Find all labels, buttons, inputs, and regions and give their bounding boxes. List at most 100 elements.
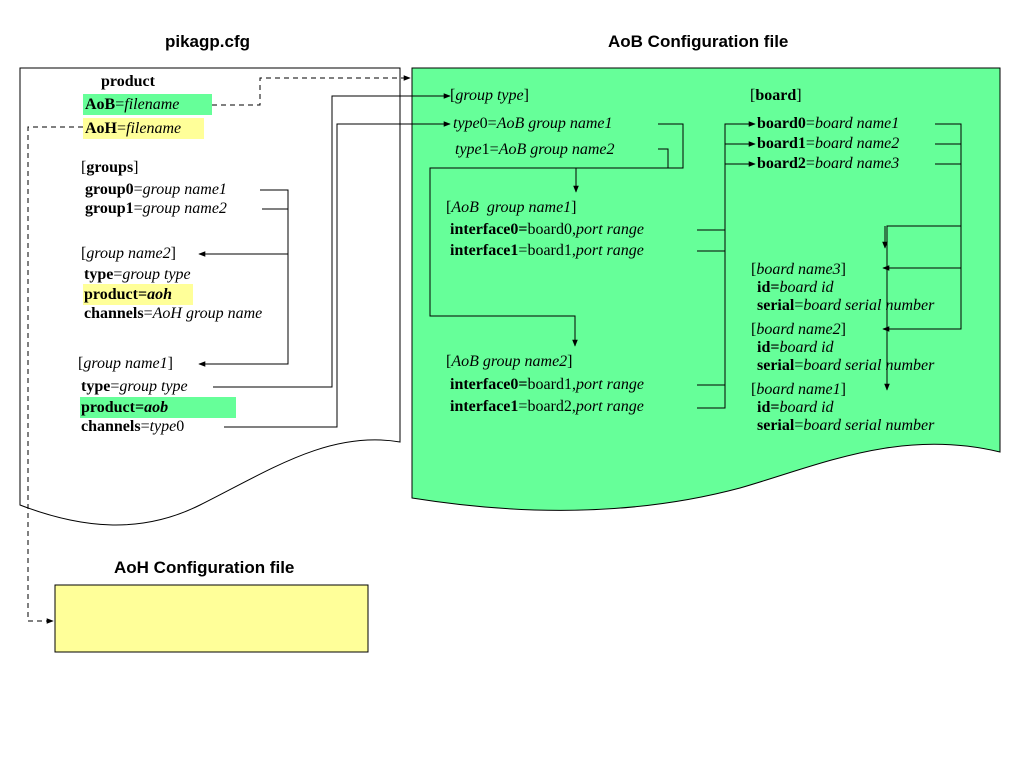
group-type-header-text: group type bbox=[455, 87, 524, 104]
highlight-product-aob bbox=[80, 397, 236, 418]
bn3-id-value: board id bbox=[779, 279, 834, 296]
bn2-serial-key: serial bbox=[757, 357, 795, 374]
ag1-interface0-key: interface0 bbox=[450, 221, 519, 238]
aob-key: AoB bbox=[85, 96, 116, 113]
board1-value: board name2 bbox=[814, 135, 900, 152]
type1-number: 1 bbox=[481, 141, 490, 158]
ag1-interface1-entry: interface1=board1,port range bbox=[450, 242, 644, 259]
gn1-channels-key: channels bbox=[81, 418, 141, 435]
gn1-type-entry: type=group type bbox=[81, 378, 188, 395]
ag2-interface1-entry: interface1=board2,port range bbox=[450, 398, 644, 415]
bn1-serial-value: board serial number bbox=[803, 417, 935, 434]
groups-connectors bbox=[198, 189, 289, 367]
bn1-id-entry: id=board id bbox=[757, 399, 834, 416]
bn3-serial-entry: serial=board serial number bbox=[757, 297, 935, 314]
gn2-channels-value: AoH group name bbox=[152, 305, 263, 322]
groups-header-text: groups bbox=[86, 159, 134, 176]
aob-group-name1-header: [AoB group name1] bbox=[446, 199, 577, 216]
board0-entry: board0=board name1 bbox=[757, 115, 900, 132]
highlight-aoh bbox=[83, 118, 204, 139]
group-name2-header: [group name2] bbox=[81, 245, 176, 262]
ag1-interface1-range: port range bbox=[575, 242, 644, 259]
group0-key: group0 bbox=[85, 181, 134, 198]
board1-key: board1 bbox=[757, 135, 806, 152]
gn1-product-key: product bbox=[81, 399, 135, 416]
bn2-id-entry: id=board id bbox=[757, 339, 834, 356]
interface-connectors bbox=[697, 121, 756, 409]
gn1-type-key: type bbox=[81, 378, 111, 395]
board0-value: board name1 bbox=[814, 115, 900, 132]
board-header-text: board bbox=[755, 87, 797, 104]
aob-group-name2-header: [AoB group name2] bbox=[446, 353, 573, 370]
bn2-serial-value: board serial number bbox=[803, 357, 935, 374]
bn2-serial-entry: serial=board serial number bbox=[757, 357, 935, 374]
bn3-serial-key: serial bbox=[757, 297, 795, 314]
gn2-channels-key: channels bbox=[84, 305, 144, 322]
aoh-document-shape bbox=[54, 584, 369, 653]
group-name1-header-text: group name1 bbox=[83, 355, 168, 372]
board-name2-header: [board name2] bbox=[751, 321, 846, 338]
aob-entry: AoB=filename bbox=[85, 96, 180, 113]
ag1-interface0-entry: interface0=board0,port range bbox=[450, 221, 644, 238]
type1-key: type bbox=[455, 141, 482, 158]
gn1-type-value: group type bbox=[119, 378, 188, 395]
bn2-id-value: board id bbox=[779, 339, 834, 356]
gn2-product-key: product bbox=[84, 286, 138, 303]
product-header: product bbox=[101, 73, 155, 90]
group-name2-header-text: group name2 bbox=[86, 245, 171, 262]
type0-key: type bbox=[453, 115, 480, 132]
bn3-id-key: id bbox=[757, 279, 771, 296]
aob-group-name2-header-text: AoB group name2 bbox=[451, 353, 568, 370]
group-name1-header: [group name1] bbox=[78, 355, 173, 372]
ag1-interface0-range: port range bbox=[575, 221, 644, 238]
board0-key: board0 bbox=[757, 115, 806, 132]
gn1-channels-value: type bbox=[149, 418, 177, 435]
gn1-product-entry: product=aob bbox=[81, 399, 169, 416]
aoh-value: filename bbox=[126, 120, 182, 137]
group-type-header: [group type] bbox=[450, 87, 529, 104]
gn1-channels-entry: channels=type0 bbox=[81, 418, 185, 435]
types-connectors bbox=[429, 123, 684, 347]
aob-group-name1-header-text: AoB group name1 bbox=[451, 199, 572, 216]
board2-value: board name3 bbox=[814, 155, 900, 172]
board-name3-header-text: board name3 bbox=[756, 261, 841, 278]
type0-entry: type0=AoB group name1 bbox=[453, 115, 613, 132]
bn3-id-entry: id=board id bbox=[757, 279, 834, 296]
ag2-interface0-range: port range bbox=[575, 376, 644, 393]
ag1-interface0-board: board0, bbox=[527, 221, 576, 238]
bn1-id-value: board id bbox=[779, 399, 834, 416]
aoh-entry: AoH=filename bbox=[85, 120, 182, 137]
board-name3-header: [board name3] bbox=[751, 261, 846, 278]
bn1-serial-entry: serial=board serial number bbox=[757, 417, 935, 434]
gn2-type-key: type bbox=[84, 266, 114, 283]
cfg-title: pikagp.cfg bbox=[165, 32, 251, 51]
gn2-type-value: group type bbox=[122, 266, 191, 283]
gn1-channels-number: 0 bbox=[176, 418, 185, 435]
board-name2-header-text: board name2 bbox=[756, 321, 841, 338]
board-connectors bbox=[882, 123, 962, 391]
gn2-product-value: aoh bbox=[147, 286, 172, 303]
gn1-product-value: aob bbox=[144, 399, 169, 416]
cfg-document-shape bbox=[19, 67, 401, 526]
ag2-interface1-board: board2, bbox=[527, 398, 576, 415]
gn2-product-entry: product=aoh bbox=[84, 286, 172, 303]
link-aoh-file bbox=[27, 126, 83, 624]
bn3-serial-value: board serial number bbox=[803, 297, 935, 314]
bn2-id-key: id bbox=[757, 339, 771, 356]
ag2-interface0-board: board1, bbox=[527, 376, 576, 393]
gn2-channels-entry: channels=AoH group name bbox=[84, 305, 263, 322]
highlight-product-aoh bbox=[83, 284, 193, 305]
board1-entry: board1=board name2 bbox=[757, 135, 900, 152]
aob-title: AoB Configuration file bbox=[608, 32, 789, 51]
ag2-interface0-entry: interface0=board1,port range bbox=[450, 376, 644, 393]
board-name1-header-text: board name1 bbox=[756, 381, 841, 398]
board2-key: board2 bbox=[757, 155, 806, 172]
board-header: [board] bbox=[750, 87, 802, 104]
group0-value: group name1 bbox=[142, 181, 227, 198]
ag2-interface0-key: interface0 bbox=[450, 376, 519, 393]
aoh-title: AoH Configuration file bbox=[114, 558, 295, 577]
ag2-interface1-range: port range bbox=[575, 398, 644, 415]
aob-value: filename bbox=[124, 96, 180, 113]
type0-number: 0 bbox=[479, 115, 488, 132]
